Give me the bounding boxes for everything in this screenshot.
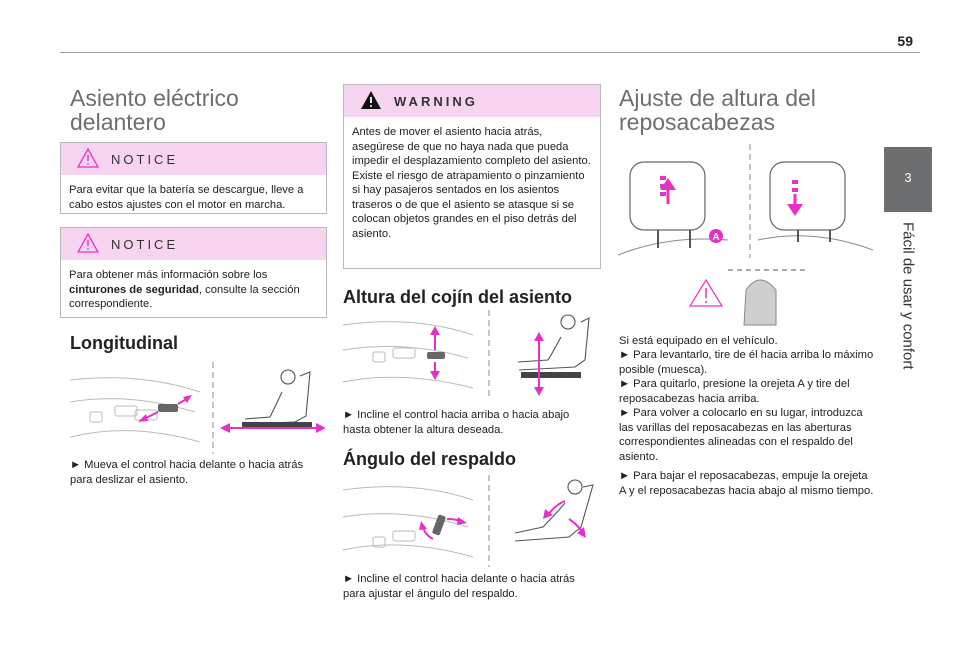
heading-backrest-angle: Ángulo del respaldo bbox=[343, 449, 517, 469]
warning-triangle-icon bbox=[77, 233, 99, 253]
headrest-illustration: A bbox=[618, 144, 873, 326]
header-rule bbox=[60, 52, 920, 53]
chapter-title: Fácil de usar y confort bbox=[899, 222, 917, 370]
warning-triangle-solid-icon bbox=[361, 91, 381, 109]
cushion-height-illustration bbox=[343, 310, 590, 400]
headrest-text-1: ► Para levantarlo, tire de él hacia arri… bbox=[619, 349, 874, 376]
notice-box-battery: NOTICE Para evitar que la batería se des… bbox=[60, 142, 327, 214]
heading-longitudinal: Longitudinal bbox=[70, 333, 178, 353]
headrest-text-3: ► Para volver a colocarlo en su lugar, i… bbox=[619, 407, 863, 463]
chapter-tab[interactable]: 3 bbox=[884, 147, 932, 212]
seatbelt-link[interactable]: cinturones de seguridad bbox=[69, 283, 199, 296]
notice-label: NOTICE bbox=[111, 152, 179, 167]
backrest-angle-illustration bbox=[343, 475, 594, 567]
headrest-text-0: Si está equipado en el vehículo. bbox=[619, 335, 778, 347]
section-title-line1: Asiento eléctrico bbox=[70, 85, 239, 111]
notice-text: Para evitar que la batería se descargue,… bbox=[69, 184, 304, 211]
warning-triangle-icon bbox=[77, 148, 99, 168]
lug-a-label: A bbox=[712, 232, 719, 243]
warning-text: Antes de mover el asiento hacia atrás, a… bbox=[352, 126, 591, 240]
caption-cushion-height: ► Incline el control hacia arriba o haci… bbox=[343, 409, 570, 436]
caption-backrest-angle: ► Incline el control hacia delante o hac… bbox=[343, 573, 575, 600]
heading-cushion-height: Altura del cojín del asiento bbox=[343, 287, 573, 307]
section-title-line1: Ajuste de altura del bbox=[619, 85, 816, 111]
section-title-headrest: Ajuste de altura del reposacabezas bbox=[619, 86, 816, 134]
caption-longitudinal: ► Mueva el control hacia delante o hacia… bbox=[70, 459, 304, 486]
notice-text: Para obtener más información sobre los c… bbox=[69, 269, 300, 310]
warning-label: WARNING bbox=[394, 94, 478, 109]
section-title-line2: reposacabezas bbox=[619, 109, 775, 135]
page-number: 59 bbox=[897, 33, 913, 49]
notice-box-seatbelts: NOTICE Para obtener más información sobr… bbox=[60, 227, 327, 318]
headrest-text-2: ► Para quitarlo, presione la orejeta A y… bbox=[619, 378, 850, 405]
chapter-number: 3 bbox=[904, 170, 912, 185]
notice-label: NOTICE bbox=[111, 237, 179, 252]
section-title-seat: Asiento eléctrico delantero bbox=[70, 86, 239, 134]
longitudinal-seat-illustration bbox=[70, 362, 325, 454]
headrest-text-4: ► Para bajar el reposacabezas, empuje la… bbox=[619, 470, 874, 497]
lug-a-marker bbox=[709, 229, 723, 243]
warning-box: WARNING Antes de mover el asiento hacia … bbox=[343, 84, 601, 269]
section-title-line2: delantero bbox=[70, 109, 166, 135]
